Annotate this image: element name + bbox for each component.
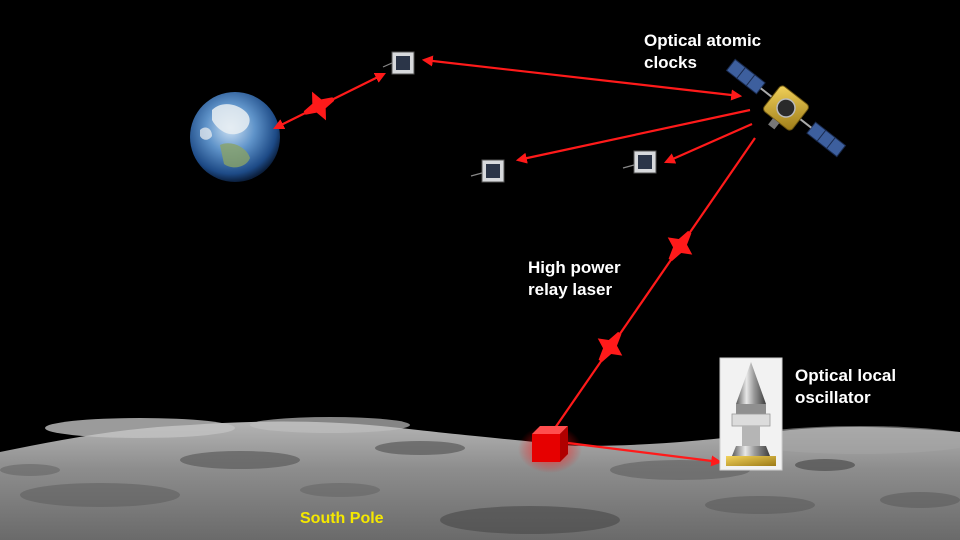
laser-cubesat-clock <box>421 55 743 101</box>
label-line: High power <box>528 258 621 277</box>
laser-clock-cubesat-3 <box>663 122 753 164</box>
optical-atomic-clocks-label: Optical atomic clocks <box>644 30 761 74</box>
laser-pulse-glyphs <box>303 91 693 363</box>
cubesat-icon <box>382 51 415 75</box>
laser-links <box>273 55 756 467</box>
high-power-relay-laser-label: High power relay laser <box>528 257 621 301</box>
cubesat-icon <box>622 150 657 174</box>
earth-icon <box>190 92 280 182</box>
south-pole-label: South Pole <box>300 510 384 527</box>
satellite-icon <box>725 58 847 158</box>
relay-laser-beam <box>554 137 756 429</box>
optical-cavity-icon <box>719 357 783 471</box>
lunar-surface <box>0 417 960 540</box>
optical-local-oscillator-label: Optical local oscillator <box>795 365 896 409</box>
red-cube-icon <box>518 425 582 473</box>
cubesat-icon <box>470 159 505 183</box>
label-line: oscillator <box>795 388 871 407</box>
label-line: clocks <box>644 53 697 72</box>
laser-clock-cubesat-2 <box>515 108 751 164</box>
label-line: relay laser <box>528 280 613 299</box>
laser-cube-oscillator <box>567 441 723 467</box>
label-line: Optical atomic <box>644 31 762 50</box>
label-line: Optical local <box>795 366 897 385</box>
